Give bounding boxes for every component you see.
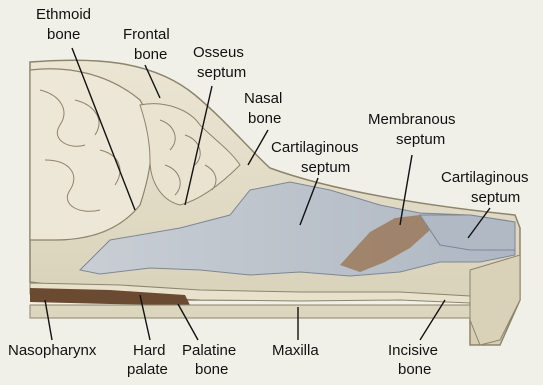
label-nasopharynx: Nasopharynx (8, 342, 97, 359)
label-membranous-line1: Membranous (368, 111, 456, 128)
label-nasal-line2: bone (248, 110, 281, 127)
label-palatine-line2: bone (195, 361, 228, 378)
label-ethmoid-line2: bone (47, 26, 80, 43)
incisive-bone-shape (470, 255, 520, 345)
label-hard-palate-line1: Hard (133, 342, 166, 359)
label-incisive-line2: bone (398, 361, 431, 378)
label-cart-mid-line2: septum (301, 159, 350, 176)
label-cart-rostral-line2: septum (471, 189, 520, 206)
label-incisive-line1: Incisive (388, 342, 438, 359)
label-maxilla: Maxilla (272, 342, 319, 359)
label-frontal-line2: bone (134, 46, 167, 63)
label-osseus-line1: Osseus (193, 44, 244, 61)
label-hard-palate-line2: palate (127, 361, 168, 378)
label-osseus-line2: septum (197, 64, 246, 81)
label-nasal-line1: Nasal (244, 90, 282, 107)
label-membranous-line2: septum (396, 131, 445, 148)
label-ethmoid-line1: Ethmoid (36, 6, 91, 23)
label-palatine-line1: Palatine (182, 342, 236, 359)
label-frontal-line1: Frontal (123, 26, 170, 43)
label-cart-rostral-line1: Cartilaginous (441, 169, 529, 186)
maxilla-lower-bone (30, 305, 470, 318)
label-cart-mid-line1: Cartilaginous (271, 139, 359, 156)
